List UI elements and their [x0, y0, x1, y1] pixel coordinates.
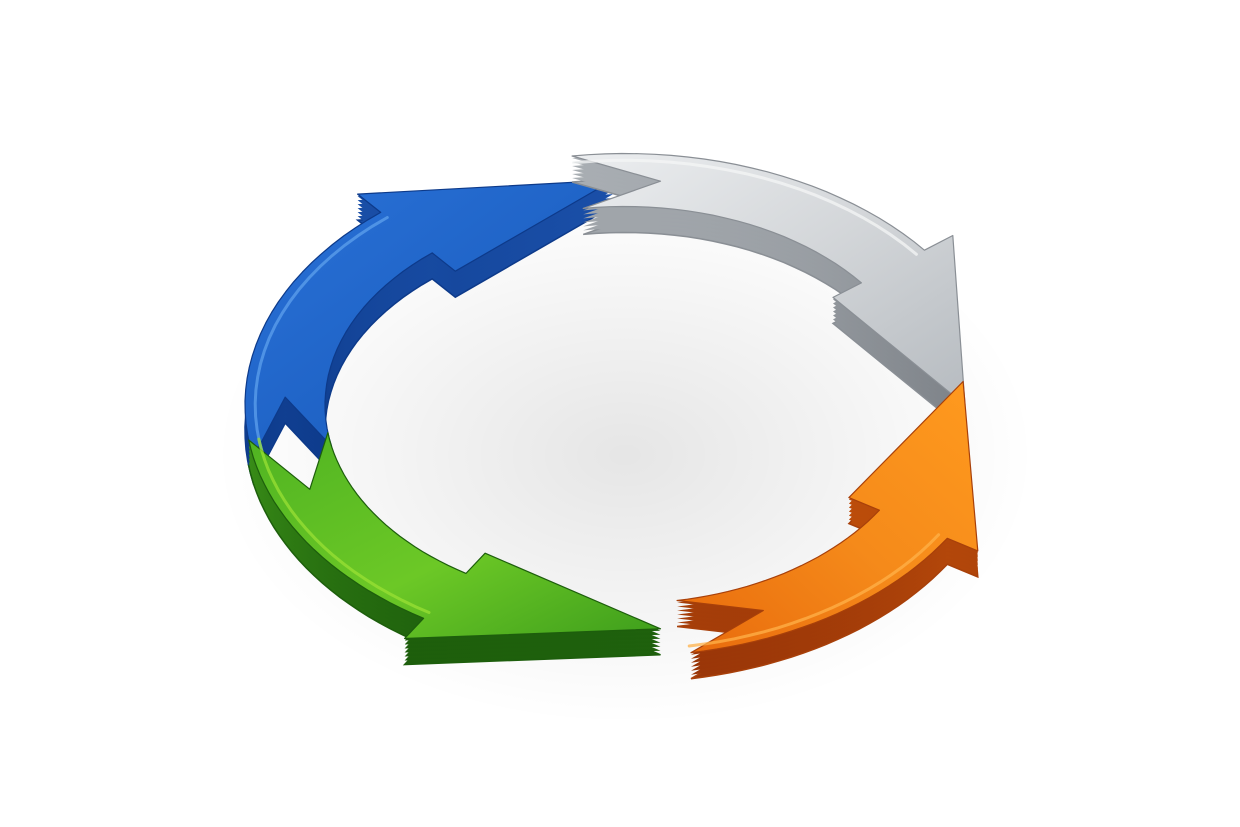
arrow-orange	[676, 380, 979, 680]
arrow-blue	[244, 179, 614, 486]
arrow-silver-face	[571, 152, 966, 406]
arrow-green	[247, 432, 662, 666]
arrow-blue-face	[244, 179, 614, 458]
arrow-silver	[571, 152, 966, 433]
arrow-green-highlight	[257, 437, 431, 614]
arrow-green-face	[248, 432, 662, 640]
arrow-silver-highlight	[572, 158, 918, 256]
arrow-orange-face	[676, 380, 979, 654]
arrow-orange-highlight	[687, 533, 941, 648]
arrow-blue-highlight	[253, 216, 389, 458]
